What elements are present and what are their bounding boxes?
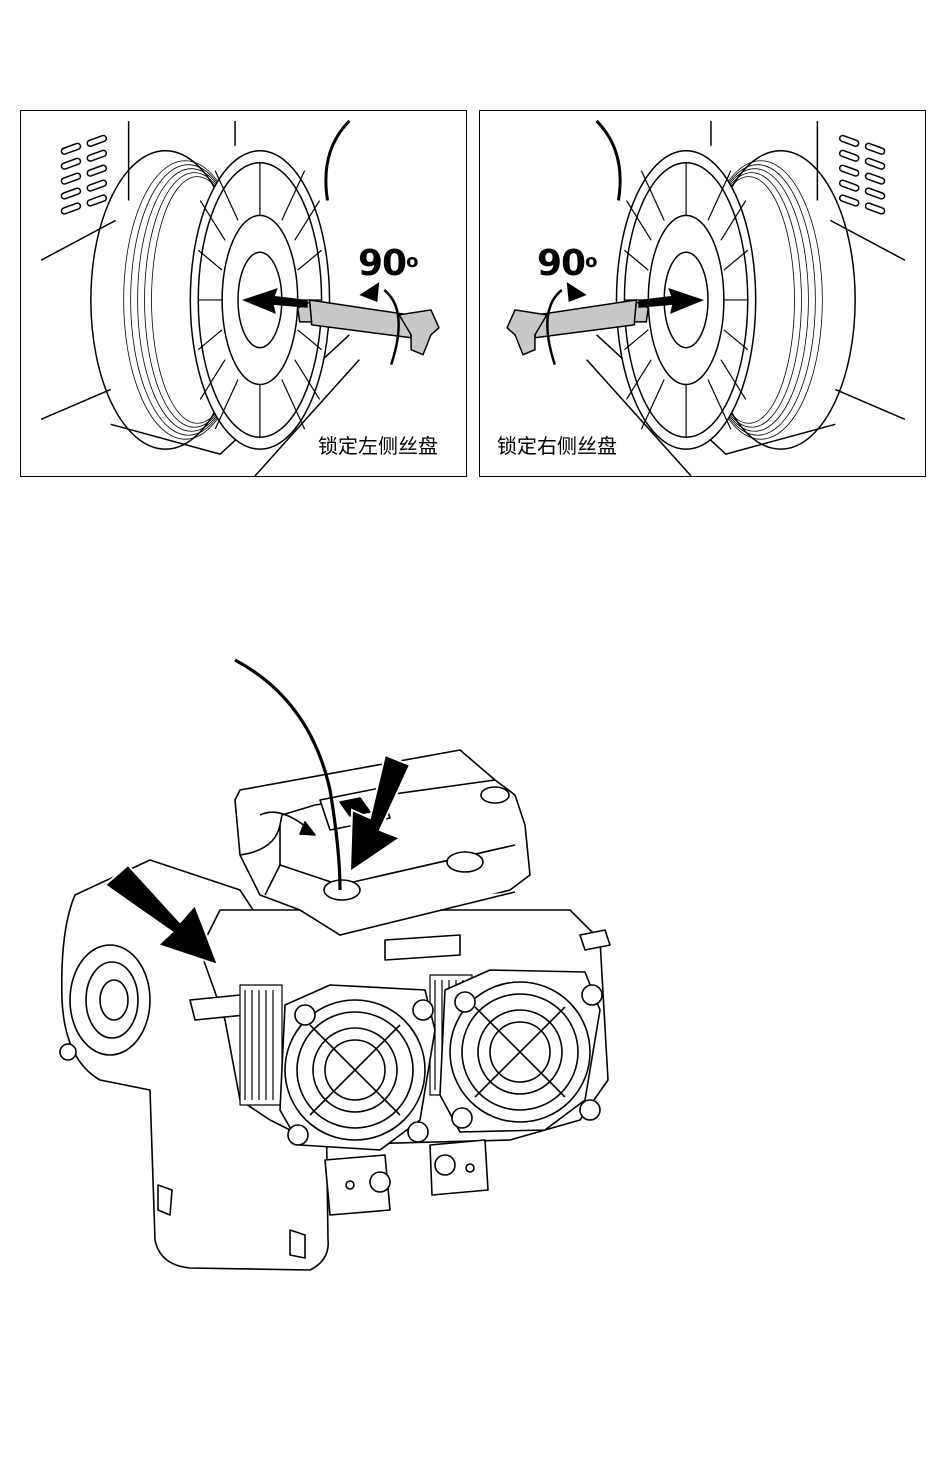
nozzle-left bbox=[325, 1155, 390, 1215]
nozzle-right bbox=[430, 1140, 488, 1195]
rotation-angle-left: 90o bbox=[358, 246, 417, 282]
fan-left bbox=[280, 985, 435, 1150]
dual-extruder-illustration bbox=[40, 640, 640, 1280]
caption-lock-right-spool: 锁定右侧丝盘 bbox=[497, 434, 617, 458]
rotation-angle-right: 90o bbox=[537, 246, 596, 282]
spool-left-illustration bbox=[21, 111, 466, 476]
vent-slots-right bbox=[839, 135, 886, 215]
caption-lock-left-spool: 锁定左侧丝盘 bbox=[318, 434, 438, 458]
spool-right-illustration bbox=[480, 111, 925, 476]
spool-lock-left-panel bbox=[20, 110, 467, 477]
spool-lock-right-panel bbox=[479, 110, 926, 477]
heatsink-left bbox=[240, 985, 282, 1105]
vent-slots-left bbox=[61, 135, 108, 215]
